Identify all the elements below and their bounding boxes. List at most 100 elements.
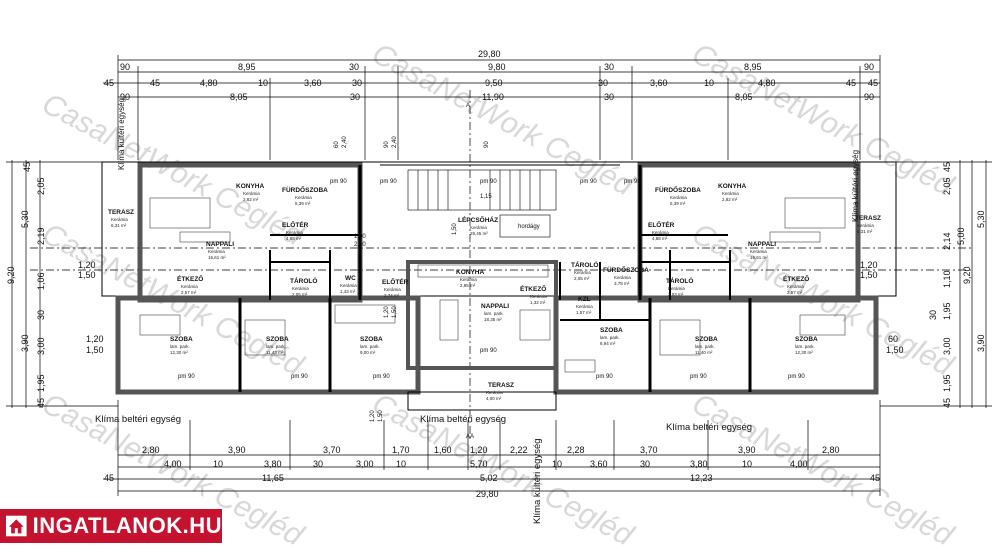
svg-text:1,20: 1,20 bbox=[370, 410, 376, 422]
watermark: CasaNetWork Cegléd bbox=[687, 387, 960, 552]
svg-text:Kerámia: Kerámia bbox=[208, 249, 225, 254]
door-label: pm 90 bbox=[480, 348, 497, 354]
svg-text:KONYHA: KONYHA bbox=[456, 269, 484, 276]
svg-text:30: 30 bbox=[313, 459, 323, 469]
svg-text:ELŐTÉR: ELŐTÉR bbox=[382, 277, 409, 286]
svg-text:45: 45 bbox=[846, 78, 856, 88]
door-label: pm 90 bbox=[291, 374, 308, 380]
svg-text:2,40: 2,40 bbox=[392, 136, 398, 148]
svg-text:9,00 m²: 9,00 m² bbox=[360, 350, 376, 355]
svg-text:30: 30 bbox=[928, 310, 938, 320]
svg-text:Kerámia: Kerámia bbox=[530, 294, 547, 299]
svg-text:9,80: 9,80 bbox=[488, 62, 506, 72]
door-label: pm 90 bbox=[580, 179, 597, 185]
furniture bbox=[139, 197, 846, 373]
svg-text:16,61 m²: 16,61 m² bbox=[208, 255, 226, 260]
svg-text:SZOBA: SZOBA bbox=[360, 336, 383, 343]
logo-text: INGATLANOK.HU bbox=[32, 513, 222, 538]
svg-text:30: 30 bbox=[36, 310, 46, 320]
svg-text:45: 45 bbox=[150, 78, 160, 88]
svg-text:ÉTKEZŐ: ÉTKEZŐ bbox=[520, 284, 546, 293]
svg-text:2,10: 2,10 bbox=[354, 242, 366, 248]
svg-text:FÜRDŐSZOBA: FÜRDŐSZOBA bbox=[282, 185, 328, 194]
svg-text:KZL: KZL bbox=[578, 296, 591, 303]
door-label: pm 90 bbox=[330, 179, 347, 185]
annotations: Klíma beltéri egység Klíma beltéri egysé… bbox=[95, 98, 860, 524]
svg-text:1,00: 1,00 bbox=[354, 234, 366, 240]
svg-text:FÜRDŐSZOBA: FÜRDŐSZOBA bbox=[655, 185, 701, 194]
door-label: pm 90 bbox=[690, 374, 707, 380]
svg-text:3,60: 3,60 bbox=[650, 78, 668, 88]
svg-text:Kerámia: Kerámia bbox=[574, 270, 591, 275]
ingatlanok-logo[interactable]: INGATLANOK.HU bbox=[0, 509, 222, 543]
svg-text:KONYHA: KONYHA bbox=[718, 183, 746, 190]
svg-text:2,28: 2,28 bbox=[567, 445, 585, 455]
door-label: pm 90 bbox=[624, 179, 641, 185]
svg-text:1,95: 1,95 bbox=[36, 374, 46, 392]
svg-text:9,20: 9,20 bbox=[962, 266, 972, 284]
svg-text:NAPPALI: NAPPALI bbox=[481, 303, 509, 310]
bottom-dimension-labels: 2,80 3,90 3,70 1,70 1,60 1,20 2,22 2,28 … bbox=[104, 445, 880, 499]
svg-text:TERASZ: TERASZ bbox=[855, 215, 881, 222]
svg-text:3,90: 3,90 bbox=[228, 445, 246, 455]
svg-text:8,05: 8,05 bbox=[230, 92, 248, 102]
svg-text:lam. park.: lam. park. bbox=[266, 344, 286, 349]
svg-text:1,50: 1,50 bbox=[886, 345, 904, 355]
svg-text:Kerámia: Kerámia bbox=[787, 284, 804, 289]
bottom-dimension-lines bbox=[103, 400, 881, 496]
svg-text:1,50: 1,50 bbox=[452, 223, 458, 235]
stretcher-label: hordágy bbox=[518, 224, 540, 230]
svg-text:1,06: 1,06 bbox=[36, 272, 46, 290]
svg-text:5,39 m²: 5,39 m² bbox=[295, 201, 311, 206]
svg-text:90: 90 bbox=[384, 141, 390, 148]
side-dimension-lines bbox=[6, 90, 992, 440]
climate-indoor-label: Klíma beltéri egység bbox=[420, 414, 506, 425]
svg-text:3,00: 3,00 bbox=[942, 337, 952, 355]
svg-text:Kerámia: Kerámia bbox=[486, 390, 503, 395]
svg-text:1,70: 1,70 bbox=[392, 445, 410, 455]
svg-text:2,80: 2,80 bbox=[822, 445, 840, 455]
climate-outdoor-label: Klíma kültéri egység bbox=[851, 150, 860, 222]
svg-text:30: 30 bbox=[349, 62, 359, 72]
watermark: CasaNetWork Cegléd bbox=[367, 387, 640, 552]
svg-text:3,90: 3,90 bbox=[738, 445, 756, 455]
svg-text:12,30 m²: 12,30 m² bbox=[170, 350, 188, 355]
svg-text:1,10: 1,10 bbox=[942, 270, 952, 288]
svg-text:2,22: 2,22 bbox=[510, 445, 528, 455]
svg-text:2,80: 2,80 bbox=[142, 445, 160, 455]
svg-text:45: 45 bbox=[868, 78, 878, 88]
svg-text:5,30: 5,30 bbox=[976, 210, 986, 228]
door-label: pm 90 bbox=[178, 374, 195, 380]
svg-text:TÁROLÓ: TÁROLÓ bbox=[571, 260, 598, 269]
watermark-layer: CasaNetWork Cegléd CasaNetWork Cegléd Ca… bbox=[37, 37, 960, 552]
svg-text:Kerámia: Kerámia bbox=[652, 230, 669, 235]
svg-text:45: 45 bbox=[36, 398, 46, 408]
section-marker: A bbox=[466, 103, 470, 109]
section-marker: AA bbox=[466, 434, 474, 440]
svg-text:1,95: 1,95 bbox=[942, 302, 952, 320]
svg-text:18,35 m²: 18,35 m² bbox=[484, 317, 502, 322]
svg-text:8,94 m²: 8,94 m² bbox=[600, 341, 616, 346]
svg-text:4,00: 4,00 bbox=[164, 459, 182, 469]
svg-text:45: 45 bbox=[942, 162, 952, 172]
svg-text:TERASZ: TERASZ bbox=[488, 382, 514, 389]
svg-text:4,88 m²: 4,88 m² bbox=[286, 236, 302, 241]
inline-dimension-labels: 60 2,40 90 2,40 1,00 2,10 1,50 1,15 1,20… bbox=[334, 136, 492, 422]
svg-text:45: 45 bbox=[942, 398, 952, 408]
svg-text:5,30: 5,30 bbox=[20, 210, 30, 228]
svg-text:1,50: 1,50 bbox=[860, 270, 878, 280]
svg-text:LÉPCSŐHÁZ: LÉPCSŐHÁZ bbox=[458, 215, 498, 224]
svg-text:2,57 m²: 2,57 m² bbox=[181, 290, 197, 295]
